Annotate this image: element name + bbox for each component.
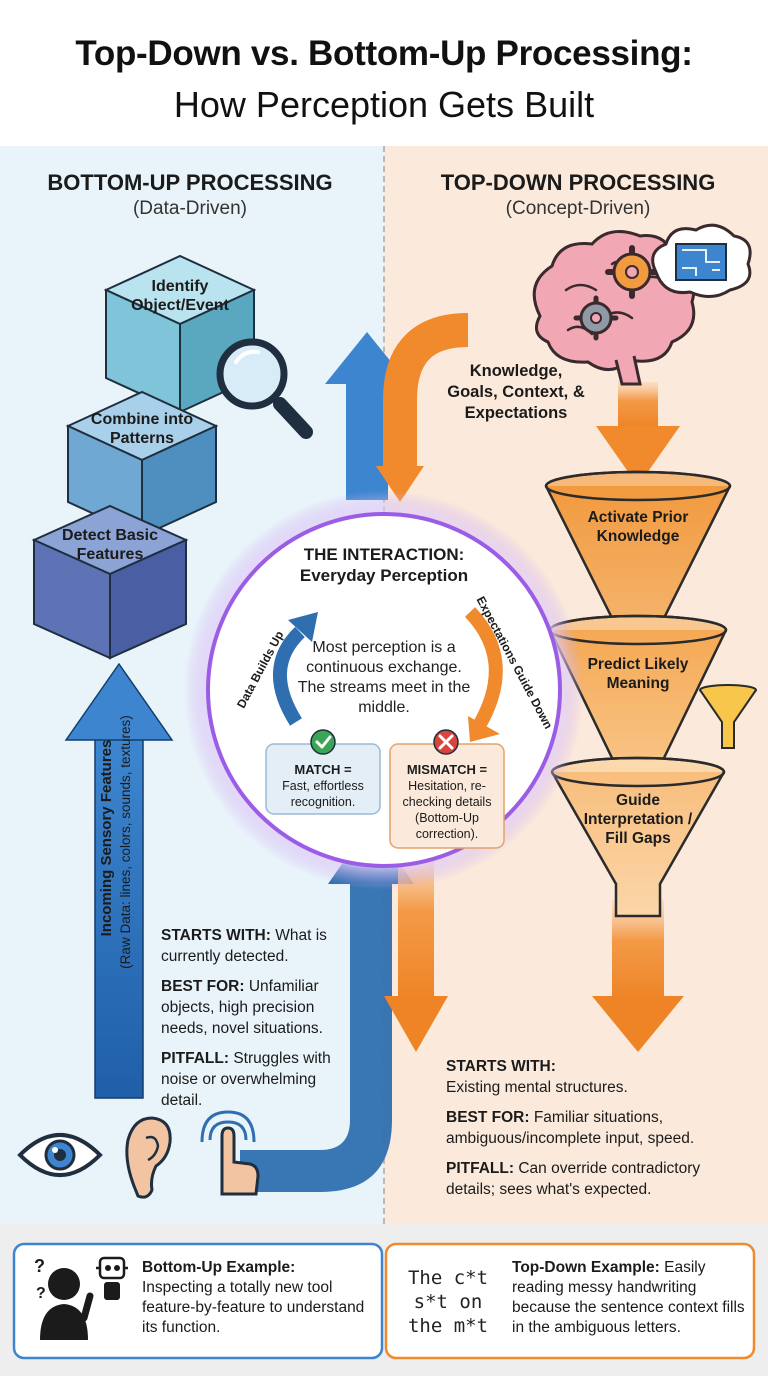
bottom-up-info: STARTS WITH: What is currently detected.… bbox=[161, 925, 361, 1120]
top-down-title: TOP-DOWN PROCESSING bbox=[440, 170, 716, 195]
stage-cube-detect bbox=[31, 504, 189, 660]
stage-label-identify: Identify Object/Event bbox=[131, 278, 229, 314]
handwriting-line-2: s*t on bbox=[413, 1291, 483, 1313]
funnel-icon bbox=[699, 684, 757, 749]
top-down-example: Top-Down Example: Easily reading messy h… bbox=[512, 1258, 748, 1338]
svg-text:?: ? bbox=[34, 1256, 45, 1276]
sensory-input-arrow bbox=[64, 662, 174, 1099]
knowledge-down-arrow bbox=[592, 382, 684, 1052]
top-down-example-box bbox=[384, 1242, 756, 1360]
td-example-text: Easily reading messy handwriting because… bbox=[512, 1259, 745, 1336]
bottom-up-example: Bottom-Up Example: Inspecting a totally … bbox=[142, 1258, 370, 1338]
bu-pitfall-label: PITFALL: bbox=[161, 1050, 230, 1067]
bu-best-label: BEST FOR: bbox=[161, 978, 245, 995]
mismatch-text: Hesitation, re-checking details (Bottom-… bbox=[402, 779, 492, 841]
header: Top-Down vs. Bottom-Up Processing: How P… bbox=[0, 0, 768, 146]
robot-tool-icon bbox=[96, 1256, 128, 1300]
td-best-text: Familiar situations, ambiguous/incomplet… bbox=[446, 1109, 695, 1147]
stage-funnel-activate bbox=[544, 470, 732, 620]
mismatch-head: MISMATCH = bbox=[406, 762, 488, 777]
touch-icon bbox=[200, 1110, 260, 1196]
svg-text:?: ? bbox=[36, 1285, 46, 1302]
check-icon bbox=[310, 729, 336, 755]
td-pitfall-text: Can override contradictory details; sees… bbox=[446, 1160, 701, 1198]
top-down-subtitle: (Concept-Driven) bbox=[505, 198, 651, 219]
interaction-title-line1: THE INTERACTION: bbox=[303, 545, 465, 564]
interaction-title: THE INTERACTION: Everyday Perception bbox=[264, 544, 504, 586]
td-starts-text: Existing mental structures. bbox=[446, 1079, 628, 1096]
data-builds-up-arc bbox=[272, 612, 318, 726]
mismatch-box: MISMATCH = Hesitation, re-checking detai… bbox=[394, 762, 500, 842]
stage-funnel-guide bbox=[550, 756, 726, 918]
thinking-person-icon: ? ? bbox=[34, 1256, 94, 1340]
bu-starts-text: What is currently detected. bbox=[161, 927, 327, 965]
expectations-guide-down-arc bbox=[464, 607, 503, 742]
interaction-body: Most perception is a continuous exchange… bbox=[297, 639, 471, 716]
td-starts-label: STARTS WITH: bbox=[446, 1058, 556, 1075]
ear-icon bbox=[125, 1116, 172, 1199]
stage-cube-combine bbox=[65, 390, 219, 538]
match-head: MATCH = bbox=[294, 762, 352, 777]
top-down-feed-arrow bbox=[376, 313, 469, 502]
sensory-input-label: Incoming Sensory Features bbox=[98, 739, 115, 937]
page-title: Top-Down vs. Bottom-Up Processing: bbox=[75, 34, 693, 73]
handwriting-line-1: The c*t bbox=[407, 1267, 489, 1289]
stage-label-predict: Predict Likely Meaning bbox=[587, 656, 689, 692]
stage-label-detect: Detect Basic Features bbox=[61, 527, 159, 563]
td-pitfall-label: PITFALL: bbox=[446, 1160, 515, 1177]
bu-example-text: Inspecting a totally new tool feature-by… bbox=[142, 1279, 365, 1336]
gear-icon bbox=[573, 245, 659, 341]
cross-icon bbox=[433, 729, 459, 755]
blueprint-icon bbox=[651, 223, 752, 298]
handwriting-line-3: the m*t bbox=[407, 1315, 489, 1337]
td-best-label: BEST FOR: bbox=[446, 1109, 530, 1126]
stage-label-activate: Activate Prior Knowledge bbox=[587, 509, 689, 545]
magnifier-icon bbox=[216, 338, 313, 439]
handwriting-sample: The c*t s*t on the m*t bbox=[400, 1266, 496, 1338]
interaction-title-line2: Everyday Perception bbox=[299, 566, 469, 585]
bu-best-text: Unfamiliar objects, high precision needs… bbox=[161, 978, 323, 1037]
bu-starts-label: STARTS WITH: bbox=[161, 927, 271, 944]
eye-icon bbox=[17, 1133, 103, 1177]
sensory-input-sublabel: (Raw Data: lines, colors, sounds, textur… bbox=[118, 715, 133, 969]
stage-label-combine: Combine into Patterns bbox=[90, 411, 194, 447]
bu-pitfall-text: Struggles with noise or overwhelming det… bbox=[161, 1050, 331, 1109]
match-text: Fast, effortless recognition. bbox=[282, 779, 364, 809]
bu-example-title: Bottom-Up Example: bbox=[142, 1259, 296, 1276]
bottom-up-title: BOTTOM-UP PROCESSING bbox=[47, 170, 333, 195]
page-subtitle: How Perception Gets Built bbox=[173, 84, 595, 125]
top-down-info: STARTS WITH:Existing mental structures. … bbox=[446, 1056, 746, 1209]
match-box: MATCH = Fast, effortless recognition. bbox=[268, 762, 378, 810]
stage-label-guide: Guide Interpretation / Fill Gaps bbox=[583, 792, 693, 847]
bottom-up-subtitle: (Data-Driven) bbox=[132, 198, 248, 219]
td-example-title: Top-Down Example: bbox=[512, 1259, 660, 1276]
knowledge-label: Knowledge, Goals, Context, & Expectation… bbox=[447, 362, 585, 422]
